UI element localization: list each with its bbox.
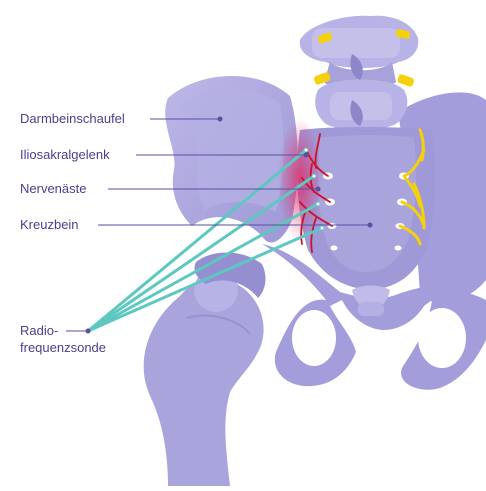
yellow-sacral-nerves bbox=[398, 128, 426, 246]
leader-lines bbox=[66, 118, 370, 332]
label-probe-line1: Radio- bbox=[20, 323, 59, 338]
si-joint-inflammation bbox=[278, 118, 322, 242]
probe-tips bbox=[303, 147, 325, 231]
right-obturator bbox=[418, 308, 466, 368]
sacrum-face bbox=[318, 135, 416, 272]
spinal-nerve-roots bbox=[313, 28, 415, 87]
lower-pelvis bbox=[262, 244, 486, 390]
label-iliac-wing: Darmbeinschaufel bbox=[20, 111, 125, 126]
label-si-joint: Iliosakralgelenk bbox=[20, 147, 110, 162]
radiofrequency-probes bbox=[86, 148, 324, 333]
iliac-wing-shade bbox=[180, 89, 284, 212]
lumbar-vertebrae bbox=[299, 15, 419, 130]
label-probe-line2: frequenzsonde bbox=[20, 340, 107, 355]
leader-dots bbox=[85, 116, 373, 334]
femur bbox=[143, 268, 264, 486]
label-sacrum: Kreuzbein bbox=[20, 217, 79, 232]
left-obturator bbox=[292, 310, 336, 366]
label-nerve-branches: Nervenäste bbox=[20, 181, 87, 196]
